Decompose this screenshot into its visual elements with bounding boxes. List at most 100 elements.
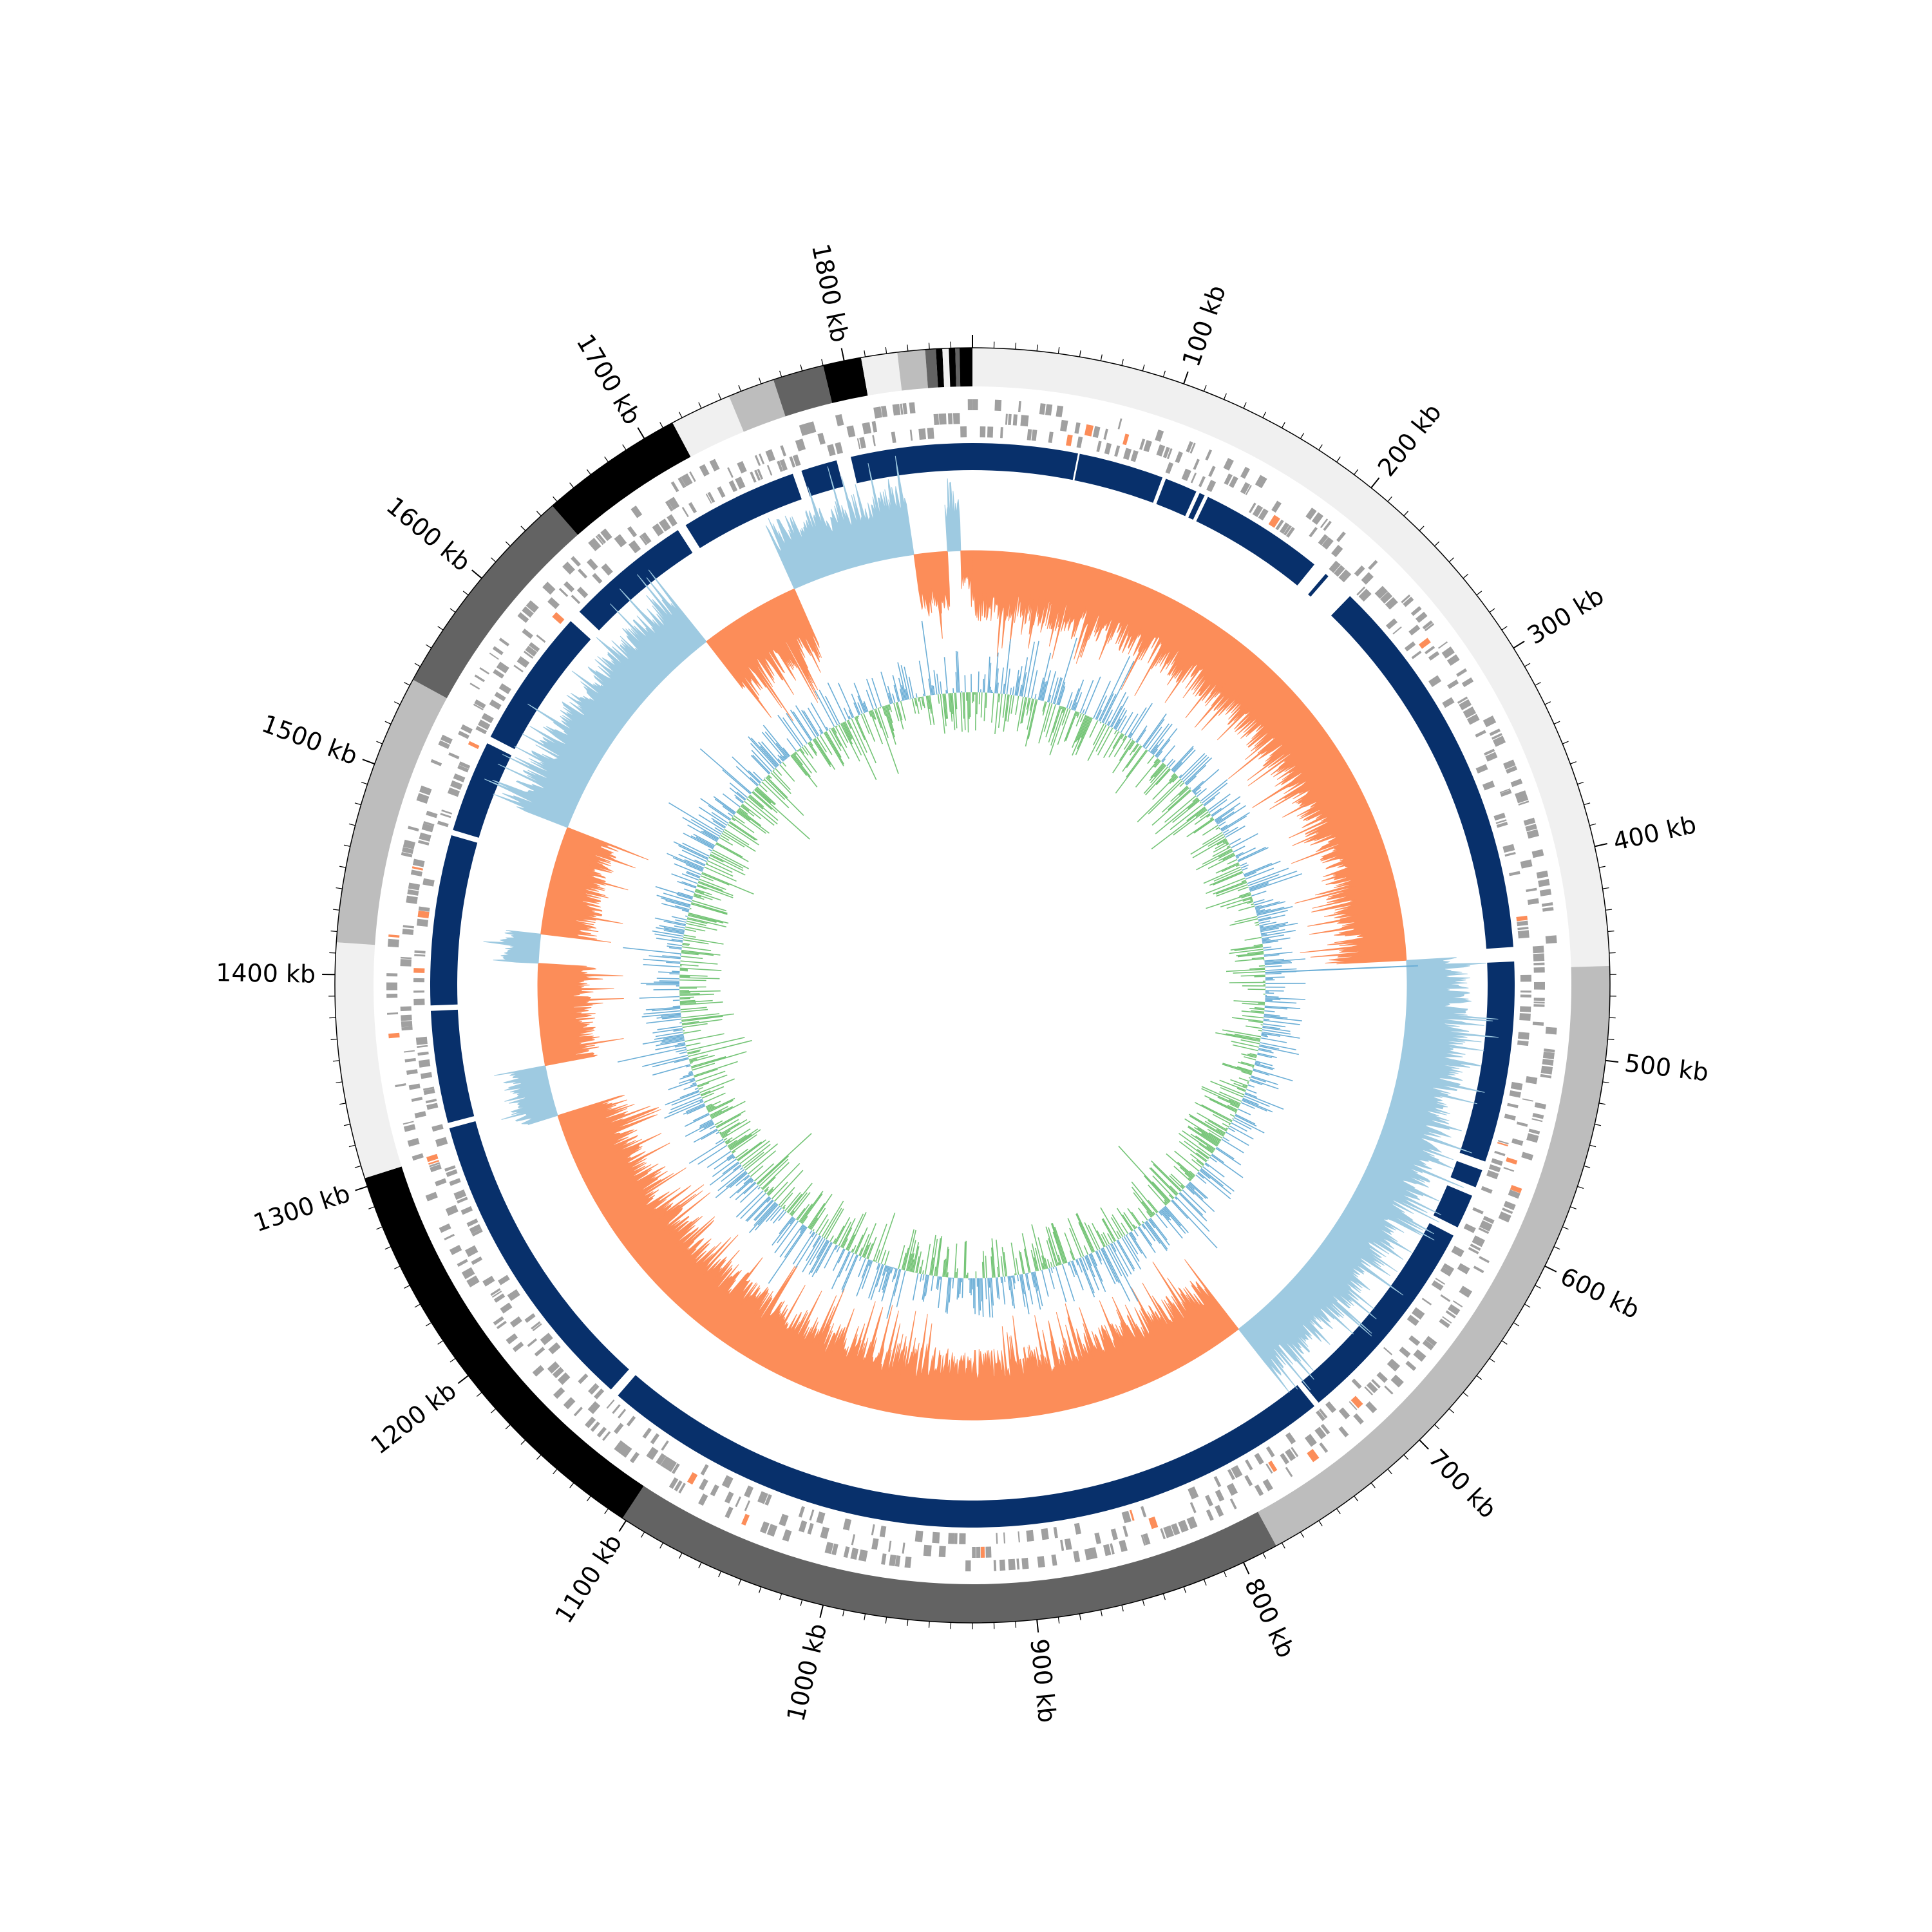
gc-content-above [617, 620, 1306, 1319]
gc-skew-area [960, 550, 973, 607]
minor-tick [569, 1482, 574, 1488]
contig-segment [959, 347, 972, 387]
minor-tick [1489, 608, 1495, 613]
tick-label: 500 kb [1623, 1048, 1710, 1086]
minor-tick [330, 1038, 337, 1040]
minor-tick [476, 1392, 482, 1397]
tick-label: 1600 kb [381, 491, 476, 577]
minor-tick [1570, 1206, 1577, 1209]
major-tick [1370, 477, 1380, 489]
synteny-block [430, 1009, 475, 1123]
minor-tick [1535, 682, 1541, 686]
minor-tick [520, 526, 526, 531]
minor-tick [490, 557, 497, 562]
major-tick [1595, 843, 1607, 848]
minor-tick [1079, 1613, 1081, 1620]
major-tick [362, 759, 375, 765]
gc-content-track [617, 620, 1418, 1319]
minor-tick [450, 608, 456, 613]
tick-label: 600 kb [1556, 1262, 1644, 1324]
minor-tick [718, 1571, 722, 1578]
minor-tick [1607, 931, 1615, 933]
synteny-block [490, 621, 591, 750]
major-tick [819, 1605, 824, 1618]
minor-tick [339, 1103, 346, 1105]
minor-tick [1584, 802, 1591, 806]
minor-tick [1553, 1246, 1560, 1250]
synteny-block [430, 835, 478, 1006]
minor-tick [332, 909, 339, 911]
minor-tick [437, 1340, 444, 1345]
tick-label: 1300 kb [250, 1179, 354, 1238]
minor-tick [1100, 1609, 1103, 1616]
minor-tick [1354, 469, 1359, 475]
minor-tick [1203, 1579, 1207, 1586]
minor-tick [343, 844, 350, 847]
minor-tick [1223, 393, 1227, 400]
synteny-block [453, 743, 512, 838]
synteny-block [1331, 596, 1513, 949]
minor-tick [779, 1593, 782, 1600]
synteny-block [1459, 961, 1515, 1162]
major-tick [1544, 1265, 1557, 1273]
minor-tick [678, 1553, 683, 1559]
minor-tick [1387, 1468, 1392, 1475]
minor-tick [586, 469, 591, 475]
contig-segment [936, 348, 945, 388]
minor-tick [361, 781, 368, 785]
gc-skew-area [1238, 957, 1499, 1393]
minor-tick [1281, 422, 1285, 428]
minor-tick [329, 952, 336, 954]
contig-segment [365, 1166, 644, 1519]
minor-tick [1057, 1616, 1060, 1624]
major-tick [840, 348, 845, 361]
minor-tick [1562, 1226, 1569, 1230]
synteny-block [1450, 1160, 1482, 1188]
minor-tick [907, 1619, 909, 1626]
minor-tick [553, 1468, 558, 1475]
minor-tick [393, 1265, 401, 1269]
contig-segment [949, 348, 956, 387]
contig-segment [622, 1486, 1276, 1623]
synteny-block [1156, 478, 1197, 516]
minor-tick [1562, 741, 1569, 744]
minor-tick [336, 887, 343, 889]
synteny-block [449, 1121, 629, 1390]
major-tick [457, 1375, 469, 1385]
minor-tick [759, 377, 762, 384]
minor-tick [536, 511, 542, 516]
synteny-ring [430, 443, 1515, 1528]
contig-segment [1258, 965, 1610, 1546]
tick-label: 400 kb [1611, 810, 1699, 856]
gc-skew-area [557, 1095, 1239, 1421]
minor-tick [343, 1124, 350, 1126]
contig-segment [942, 348, 951, 388]
minor-tick [1262, 1553, 1267, 1559]
minor-tick [450, 1358, 456, 1363]
major-tick [355, 1186, 368, 1191]
major-tick [1513, 640, 1525, 649]
minor-tick [1476, 591, 1482, 596]
minor-tick [759, 1586, 762, 1593]
minor-tick [1336, 1508, 1341, 1515]
tick-label: 1500 kb [258, 709, 362, 770]
minor-tick [1489, 1358, 1495, 1363]
tick-label: 1400 kb [216, 958, 316, 989]
gc-skew-area [537, 963, 624, 1066]
contig-segment [972, 348, 1610, 967]
gc-skew-area [706, 588, 822, 721]
minor-tick [1121, 359, 1124, 366]
contig-segment [672, 396, 744, 457]
major-tick [1605, 1059, 1619, 1063]
tick-label: 1800 kb [806, 242, 854, 345]
major-tick [618, 1520, 627, 1532]
minor-tick [426, 1322, 432, 1327]
contig-segment [823, 357, 868, 403]
minor-tick [738, 1579, 742, 1586]
minor-tick [569, 482, 574, 488]
synteny-block [1074, 453, 1163, 503]
minor-tick [1524, 663, 1531, 667]
tick-label: 300 kb [1522, 582, 1609, 650]
minor-tick [1602, 1081, 1609, 1084]
major-tick [1183, 371, 1189, 384]
